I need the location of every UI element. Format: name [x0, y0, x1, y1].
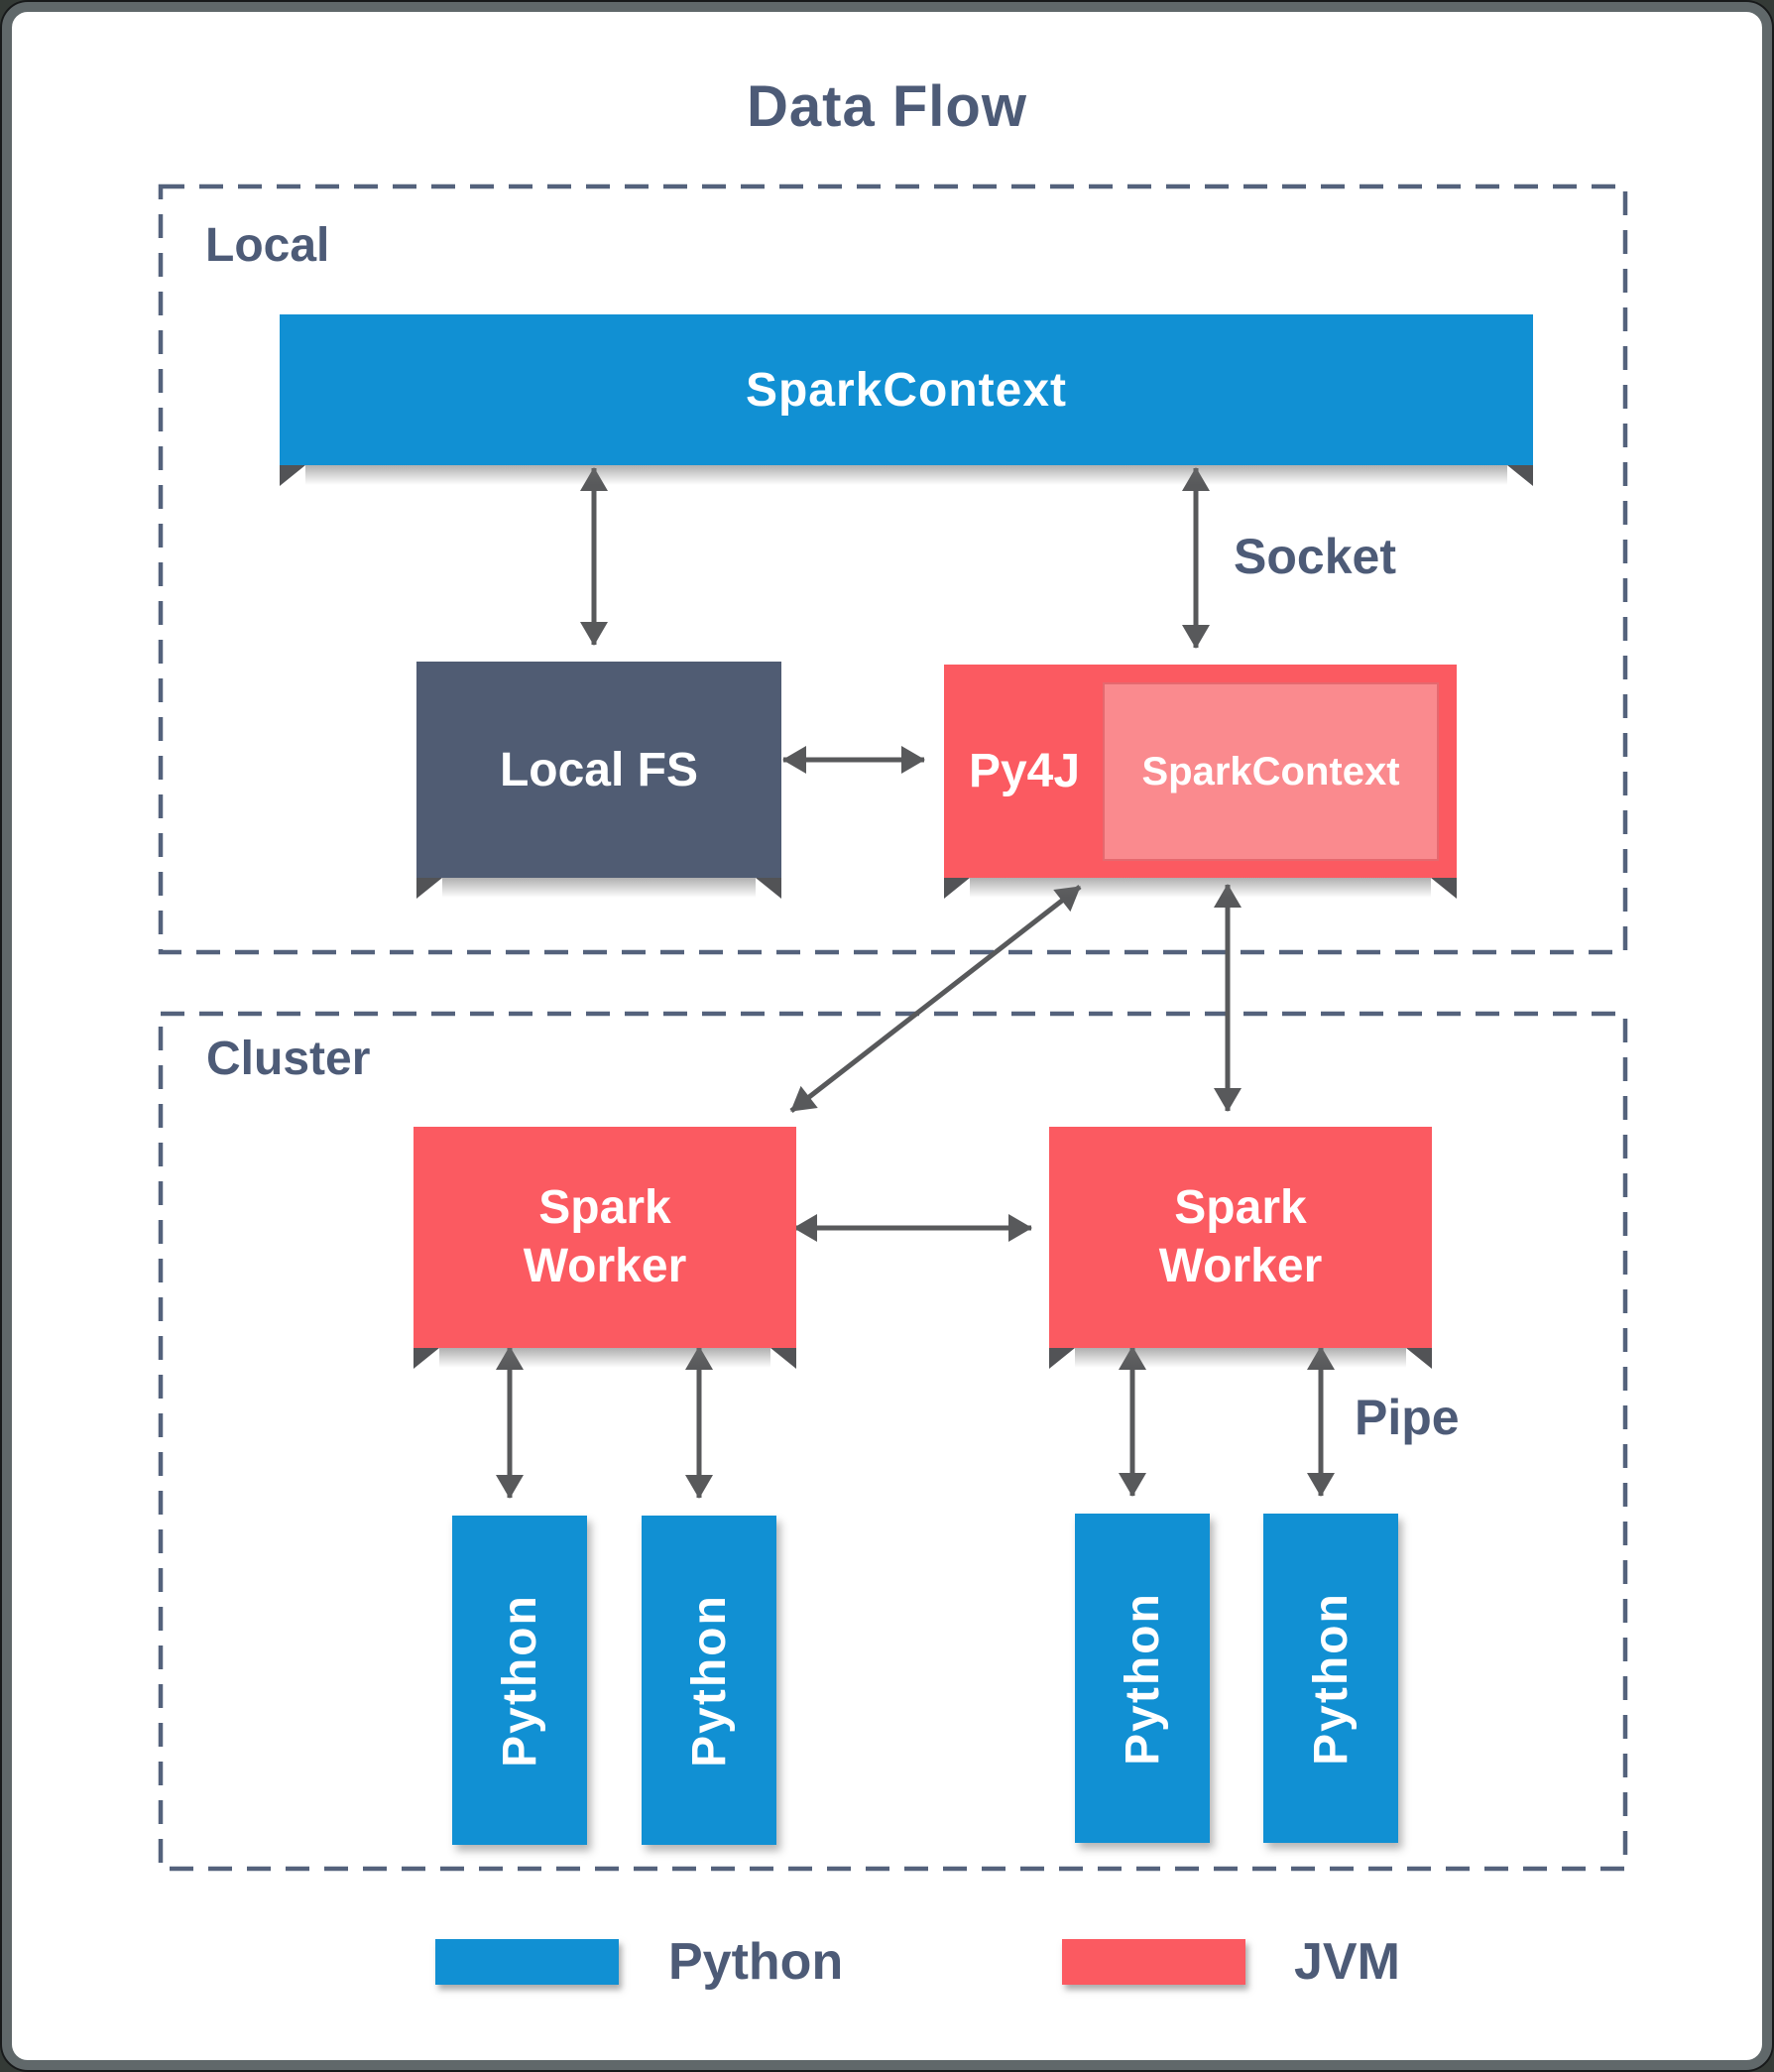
node-py4j-spark-context: SparkContext	[1103, 682, 1439, 861]
box-shadow-band	[439, 1348, 770, 1368]
node-py4j: Py4J SparkContext	[944, 665, 1457, 898]
node-label: Python	[1116, 1591, 1169, 1766]
node-label: Python	[682, 1593, 736, 1767]
box-shadow-band	[305, 465, 1507, 485]
arrow-py4j-worker1	[789, 885, 1082, 1113]
box-shadow-band	[970, 878, 1431, 898]
node-python-1: Python	[452, 1516, 587, 1845]
local-group-label: Local	[205, 219, 330, 272]
node-local-fs: Local FS	[416, 662, 781, 898]
node-label: Py4J	[968, 745, 1081, 797]
box-shadow-band	[442, 878, 756, 898]
node-label: Python	[1304, 1591, 1358, 1766]
node-python-4: Python	[1263, 1514, 1398, 1843]
cluster-group-label: Cluster	[206, 1033, 371, 1085]
legend-label-jvm: JVM	[1294, 1933, 1400, 1991]
box-shadow-band	[1075, 1348, 1406, 1368]
node-spark-context-main: SparkContext	[280, 314, 1533, 485]
page-title: Data Flow	[747, 74, 1027, 139]
edge-label-pipe: Pipe	[1355, 1390, 1460, 1445]
legend-label-python: Python	[668, 1933, 844, 1991]
node-spark-worker-2: Spark Worker	[1049, 1127, 1432, 1368]
node-label: Spark Worker	[523, 1180, 687, 1292]
node-label: Python	[493, 1593, 546, 1767]
node-spark-worker-1: Spark Worker	[414, 1127, 796, 1368]
legend-swatch-jvm	[1062, 1939, 1245, 1985]
node-python-2: Python	[642, 1516, 776, 1845]
node-label: Local FS	[499, 743, 699, 796]
node-label: Spark Worker	[1158, 1180, 1323, 1292]
legend-swatch-python	[435, 1939, 619, 1985]
edge-label-socket: Socket	[1234, 529, 1396, 584]
node-python-3: Python	[1075, 1514, 1210, 1843]
node-label: SparkContext	[745, 363, 1068, 417]
